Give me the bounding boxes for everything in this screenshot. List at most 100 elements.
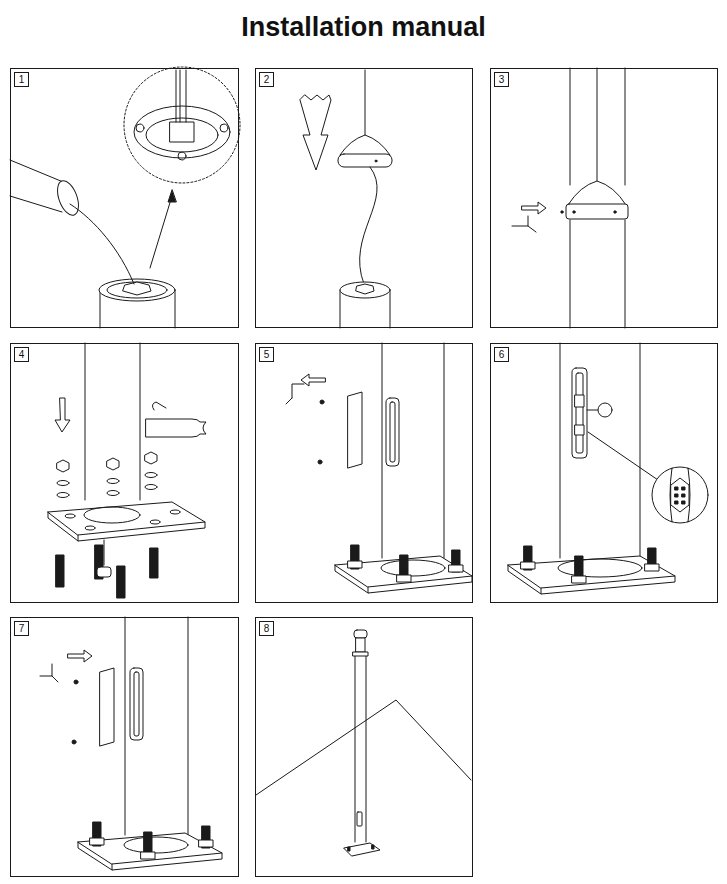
drawing-part [100, 668, 114, 746]
drawing-part [57, 481, 69, 486]
drawing-part [84, 507, 140, 523]
step-panel: 4 [10, 343, 239, 603]
drawing-part [558, 559, 642, 577]
drawing-part [338, 154, 392, 167]
drawing-part [355, 655, 366, 842]
drawing-part [372, 845, 374, 849]
drawing-part [356, 638, 365, 652]
drawing-part [99, 279, 175, 301]
drawing-part [56, 555, 64, 587]
drawing-part [286, 384, 304, 404]
step-number: 2 [259, 72, 274, 87]
drawing-part [124, 67, 240, 183]
drawing-part [382, 343, 444, 558]
step-6-illustration [508, 343, 708, 594]
drawing-part [134, 106, 230, 158]
drawing-part [566, 204, 628, 219]
drawing-part [671, 478, 689, 512]
drawing-part [85, 526, 95, 530]
drawing-part [318, 460, 322, 464]
drawing-part [682, 501, 685, 504]
drawing-part [522, 202, 546, 214]
step-panel: 2 [255, 68, 473, 328]
drawing-part [170, 510, 180, 514]
step-2-illustration [300, 70, 392, 328]
drawing-part [390, 402, 395, 462]
step-panel: 8 [255, 617, 473, 877]
drawing-part [107, 491, 119, 496]
drawing-part [521, 562, 535, 569]
step-panel: 1 [10, 68, 239, 328]
step-number: 7 [14, 621, 29, 636]
drawing-part [145, 485, 157, 490]
drawing-part [104, 540, 105, 565]
drawing-part [124, 837, 188, 853]
drawing-part [340, 282, 390, 298]
drawing-part [340, 135, 390, 155]
drawing-part [588, 432, 658, 480]
drawing-part [72, 740, 76, 744]
drawing-part [152, 402, 166, 410]
drawing-part [682, 494, 685, 497]
drawing-part [375, 160, 377, 162]
drawing-part [348, 847, 350, 851]
drawing-part [134, 672, 139, 736]
drawing-part [176, 70, 186, 122]
step-panel: 6 [490, 343, 718, 603]
drawing-part [107, 282, 167, 298]
drawing-part [55, 398, 70, 432]
step-number: 6 [494, 347, 509, 362]
drawing-part [682, 487, 685, 490]
step-4-illustration [48, 343, 206, 598]
drawing-part [675, 487, 678, 490]
drawing-part [381, 560, 445, 576]
drawing-part [335, 556, 472, 587]
drawing-part [107, 458, 119, 470]
drawing-part [85, 343, 140, 500]
drawing-part [353, 652, 368, 656]
drawing-part [150, 548, 158, 578]
drawing-part [572, 368, 587, 458]
drawing-part [256, 700, 471, 795]
drawing-part [117, 566, 125, 598]
step-number: 3 [494, 72, 509, 87]
drawing-part [107, 479, 119, 484]
drawing-part [512, 216, 536, 232]
drawing-part [360, 167, 378, 284]
drawing-part [57, 460, 69, 472]
drawing-part [220, 124, 228, 132]
drawing-part [170, 122, 194, 142]
step-number: 5 [259, 347, 274, 362]
drawing-part [652, 467, 708, 523]
drawing-part [125, 617, 188, 835]
drawing-part [145, 452, 157, 464]
step-1-illustration [10, 67, 240, 328]
drawing-part [675, 501, 678, 504]
step-number: 4 [14, 347, 29, 362]
drawing-part [675, 494, 678, 497]
drawing-part [141, 852, 155, 859]
drawing-part [301, 374, 325, 386]
step-number: 8 [259, 621, 274, 636]
drawing-part [560, 343, 640, 558]
drawing-part [561, 211, 563, 213]
drawing-part [354, 630, 367, 638]
drawing-part [614, 211, 616, 213]
drawing-part [146, 118, 218, 152]
drawing-part [397, 575, 411, 582]
drawing-part [145, 473, 157, 478]
step-panel: 3 [490, 68, 718, 328]
step-3-illustration [512, 68, 628, 328]
drawing-part [575, 395, 584, 407]
drawing-part [597, 68, 598, 182]
step-8-illustration [256, 630, 471, 856]
drawing-part [320, 400, 324, 404]
drawing-part [68, 650, 92, 662]
drawing-part [136, 124, 144, 132]
drawing-part [449, 565, 463, 572]
drawing-part [670, 468, 690, 522]
drawing-part [568, 181, 626, 205]
drawing-part [146, 419, 206, 437]
drawing-part [344, 843, 380, 856]
